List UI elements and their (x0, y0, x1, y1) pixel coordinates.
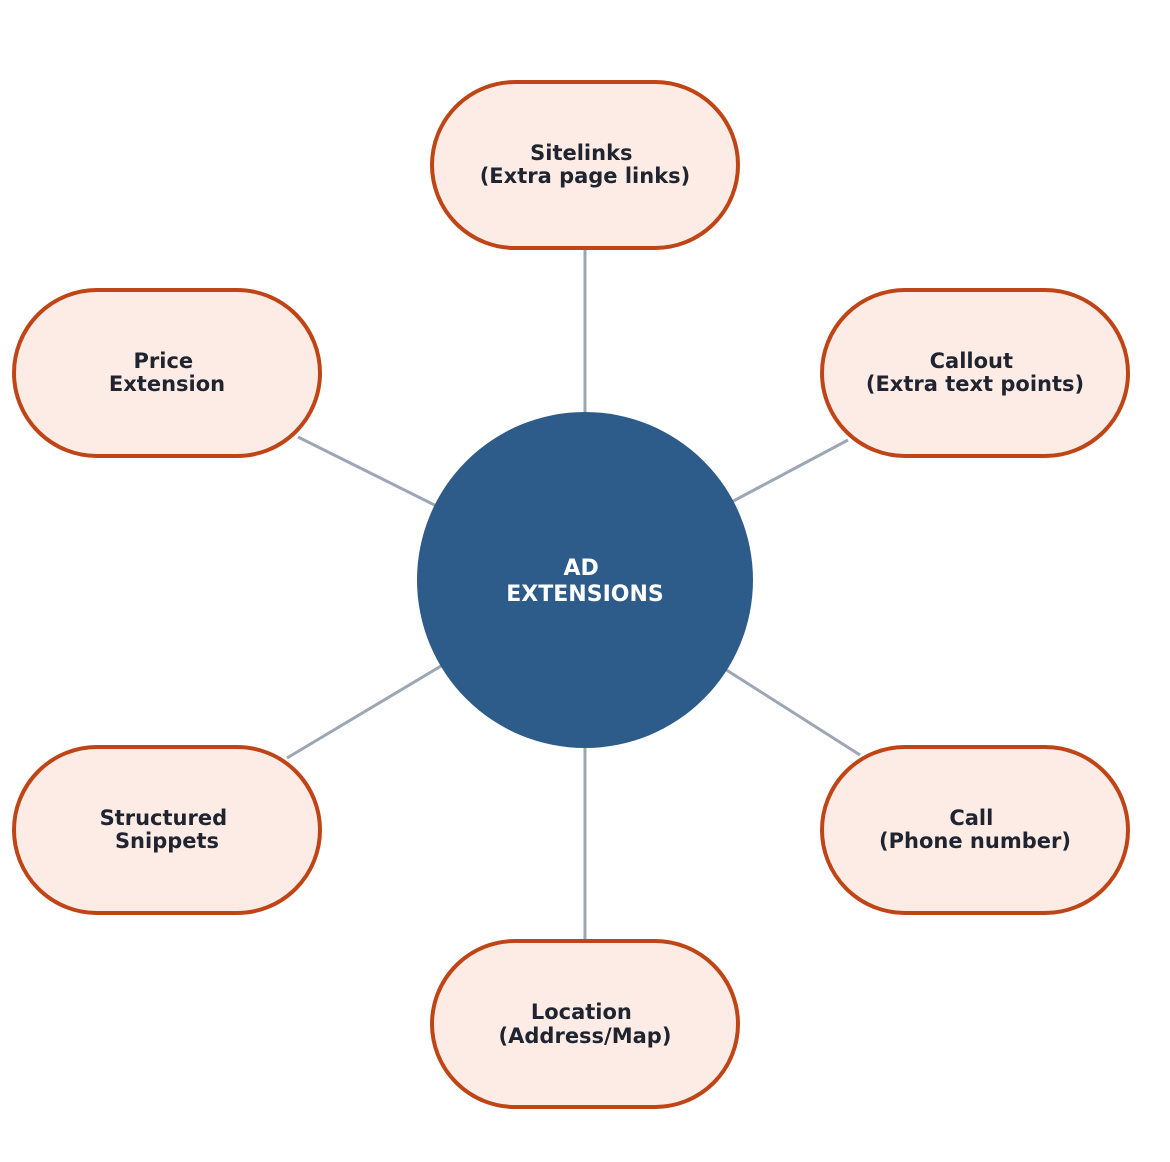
node-label-line-2: (Address/Map) (499, 1024, 672, 1048)
node-label-line-1: Price (134, 349, 194, 373)
node-box-sitelinks (430, 80, 740, 250)
node-location[interactable]: Location (Address/Map) (430, 939, 740, 1109)
svg-text:Call (Phone number): Call (Phone number) (879, 806, 1071, 853)
node-box-structured-snippets (12, 745, 322, 915)
node-box-location (430, 939, 740, 1109)
node-callout[interactable]: Callout (Extra text points) (820, 288, 1130, 458)
svg-text:Price Extension: Price Extension (109, 349, 225, 396)
svg-text:Structured Snippets: Structured Snippets (100, 806, 235, 853)
node-label-line-1: Location (531, 1000, 632, 1024)
svg-text:AD EXTENSIONS: AD EXTENSIONS (506, 556, 663, 607)
node-label-line-1: Call (949, 806, 993, 830)
node-label-line-2: (Extra text points) (866, 372, 1084, 396)
node-call[interactable]: Call (Phone number) (820, 745, 1130, 915)
svg-text:Callout (Extra text poin: Callout (Extra text points) (866, 349, 1084, 396)
node-label-line-2: (Phone number) (879, 829, 1071, 853)
center-label-line-2: EXTENSIONS (506, 582, 663, 607)
node-label-line-1: Structured (100, 806, 228, 830)
node-price-extension[interactable]: Price Extension (12, 288, 322, 458)
node-label-line-1: Callout (930, 349, 1013, 373)
node-label-line-2: (Extra page links) (480, 164, 691, 188)
svg-text:Sitelinks (Extra page li: Sitelinks (Extra page links) (480, 141, 691, 188)
center-hub: AD EXTENSIONS (417, 412, 753, 748)
node-box-price-extension (12, 288, 322, 458)
node-sitelinks[interactable]: Sitelinks (Extra page links) (430, 80, 740, 250)
node-structured-snippets[interactable]: Structured Snippets (12, 745, 322, 915)
svg-text:Location (Address/Map): Location (Address/Map) (499, 1000, 672, 1048)
node-label-line-2: Extension (109, 372, 225, 396)
node-label-line-1: Sitelinks (530, 141, 632, 165)
node-box-call (820, 745, 1130, 915)
node-box-callout (820, 288, 1130, 458)
center-label-line-1: AD (564, 556, 599, 581)
node-label-line-2: Snippets (115, 829, 219, 853)
center-circle (417, 412, 753, 748)
